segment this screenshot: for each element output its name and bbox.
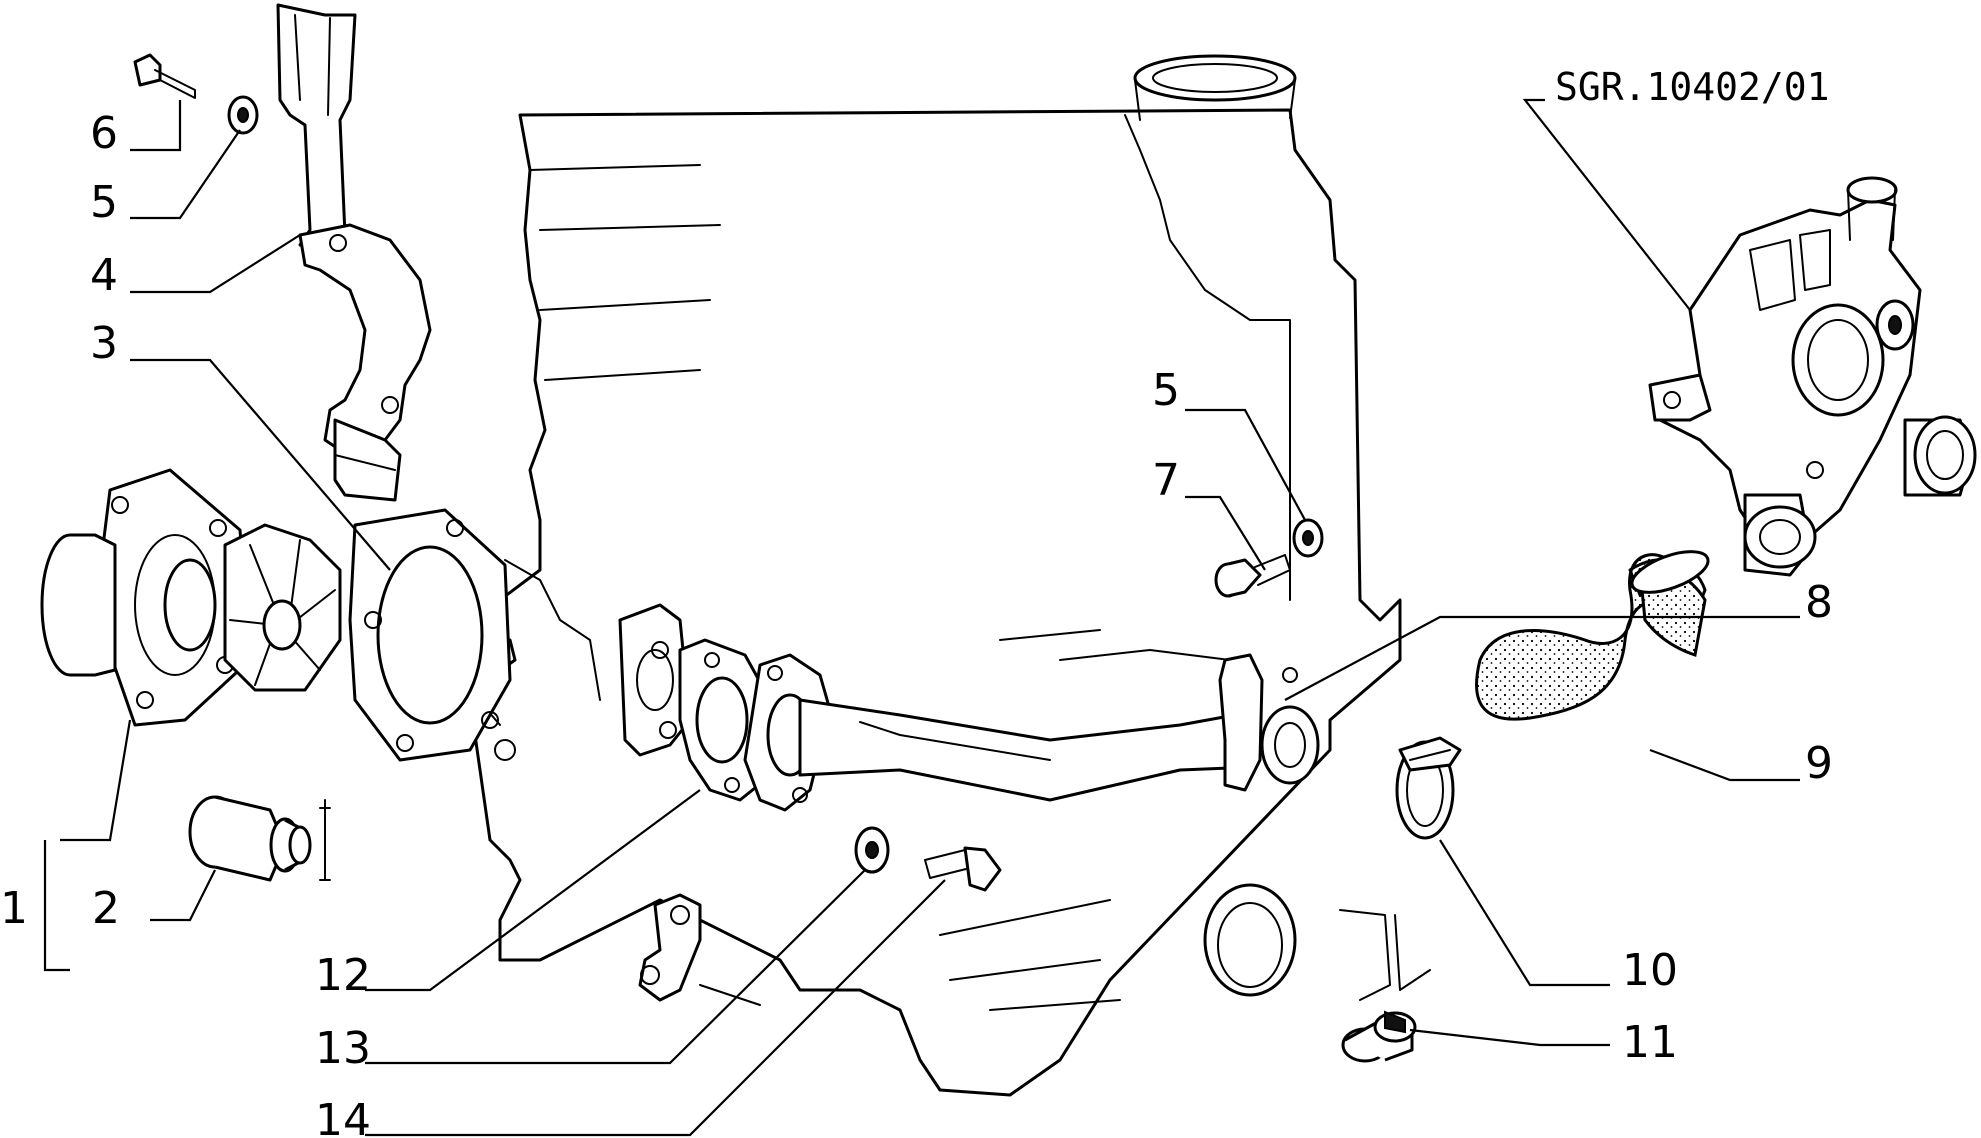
engine-block <box>439 54 1431 1097</box>
part-coolant-hose <box>1475 550 1710 721</box>
part-washer-13 <box>854 826 890 874</box>
callout-1: 1 <box>0 883 28 934</box>
leader-6 <box>130 100 182 152</box>
leader-lines <box>43 98 1800 1137</box>
part-sender-unit <box>188 795 331 882</box>
callout-2: 2 <box>92 883 120 934</box>
callout-4: 4 <box>90 250 118 301</box>
part-bolt-14 <box>924 846 1002 892</box>
leader-2 <box>150 869 216 922</box>
leader-5a <box>130 129 241 220</box>
part-bolt-7 <box>1214 554 1291 598</box>
leader-12 <box>365 789 701 992</box>
callout-10: 10 <box>1622 945 1678 996</box>
leader-8 <box>1284 615 1800 701</box>
callout-3: 3 <box>90 318 118 369</box>
leader-11 <box>1409 1028 1610 1047</box>
leader-13 <box>365 869 866 1065</box>
callout-7: 7 <box>1152 455 1180 506</box>
callout-14: 14 <box>315 1095 371 1138</box>
part-water-pipe <box>743 653 1320 812</box>
callout-12: 12 <box>315 950 371 1001</box>
callout-6: 6 <box>90 108 118 159</box>
part-pump-gasket <box>348 508 512 762</box>
callout-5-right: 5 <box>1152 365 1180 416</box>
leader-7 <box>1185 495 1266 571</box>
leader-1 <box>43 719 132 972</box>
part-drain-plug <box>1341 1010 1417 1063</box>
callout-9: 9 <box>1805 738 1833 789</box>
part-washer-5b <box>1292 518 1324 558</box>
part-water-pump <box>40 468 342 727</box>
leader-9 <box>1649 748 1800 782</box>
leader-14 <box>365 879 946 1137</box>
part-hose-clamp <box>1395 736 1462 840</box>
drawing-reference: SGR.10402/01 <box>1555 65 1830 109</box>
callout-8: 8 <box>1805 577 1833 628</box>
part-bolt-6 <box>133 53 196 99</box>
leader-5b <box>1185 408 1306 521</box>
leader-10 <box>1439 839 1610 987</box>
callout-labels: 6 5 4 3 1 2 12 13 14 5 7 8 9 10 11 SGR.1… <box>0 65 1833 1138</box>
leader-sgr <box>1522 98 1691 311</box>
callout-5-top: 5 <box>90 177 118 228</box>
leader-4 <box>130 234 301 294</box>
callout-13: 13 <box>315 1023 371 1074</box>
leader-3 <box>130 358 391 571</box>
part-thermostat-housing <box>1648 176 1977 577</box>
part-timing-cover <box>276 3 432 502</box>
callout-11: 11 <box>1622 1017 1678 1068</box>
part-washer-5a <box>227 95 259 135</box>
